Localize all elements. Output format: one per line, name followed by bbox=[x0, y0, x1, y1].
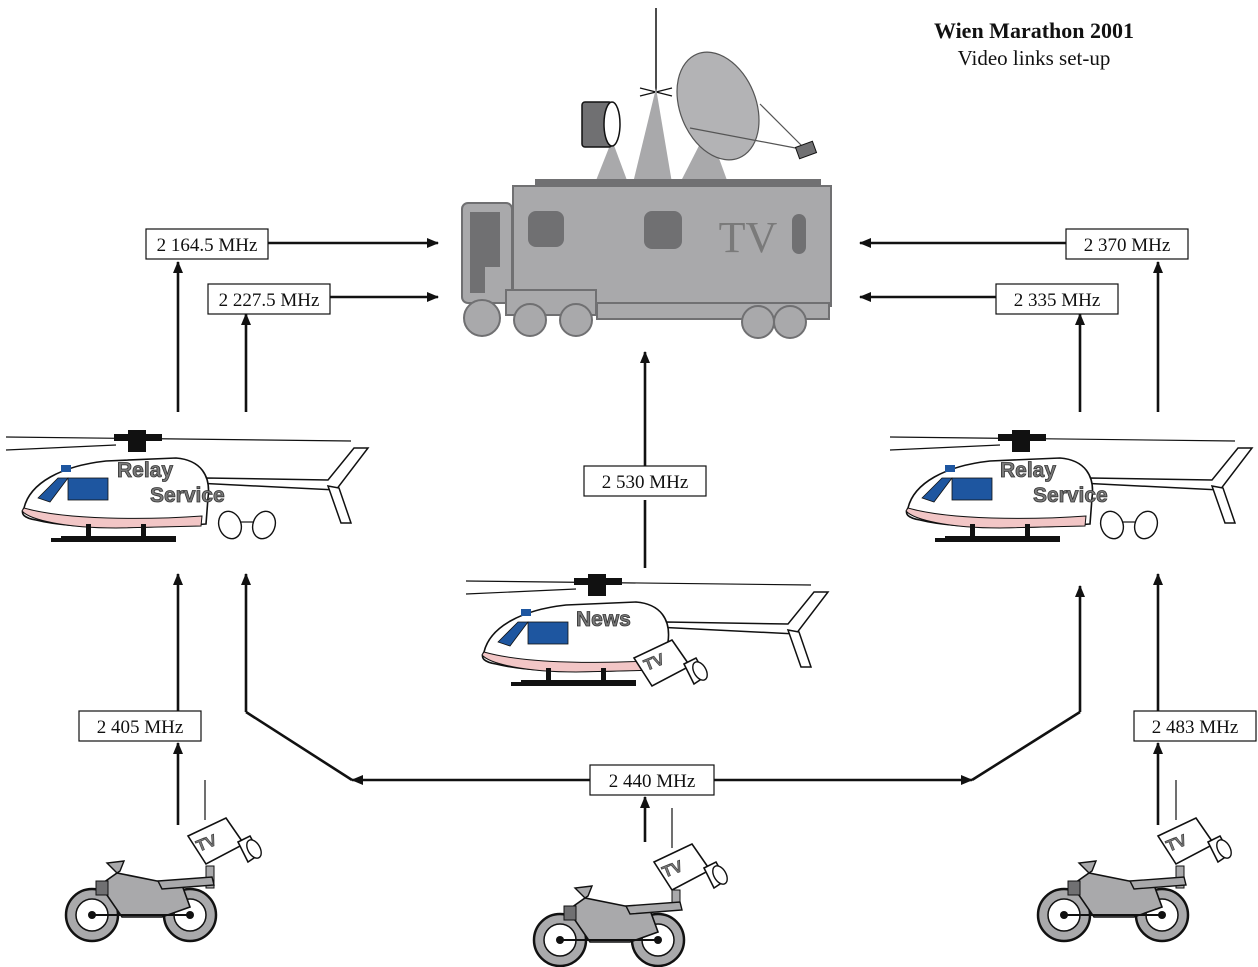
news-label: News bbox=[576, 608, 631, 631]
freq-label-2530: 2 530 MHz bbox=[583, 465, 707, 497]
relay-right-label-line2: Service bbox=[1033, 484, 1108, 507]
bike-center-camera-tv-label: TV bbox=[660, 858, 686, 882]
svg-text:2 530 MHz: 2 530 MHz bbox=[602, 472, 689, 493]
svg-text:2 227.5 MHz: 2 227.5 MHz bbox=[219, 290, 320, 311]
freq-label-2335: 2 335 MHz bbox=[995, 283, 1119, 315]
freq-label-2164-5: 2 164.5 MHz bbox=[145, 228, 269, 260]
svg-text:2 370 MHz: 2 370 MHz bbox=[1084, 235, 1171, 256]
diagram-subtitle: Video links set-up bbox=[958, 46, 1111, 70]
relay-left-label-line2: Service bbox=[150, 484, 225, 507]
freq-label-2440: 2 440 MHz bbox=[589, 764, 715, 796]
news-helicopter: News TV bbox=[465, 573, 829, 687]
relay-helicopter-left: Relay Service bbox=[5, 429, 369, 543]
truck-tv-label: TV bbox=[719, 213, 778, 262]
freq-label-2483: 2 483 MHz bbox=[1133, 710, 1257, 742]
svg-text:2 483 MHz: 2 483 MHz bbox=[1152, 717, 1239, 738]
svg-text:2 405 MHz: 2 405 MHz bbox=[97, 717, 184, 738]
relay-helicopter-right: Relay Service bbox=[889, 429, 1253, 543]
link-lines bbox=[173, 238, 1163, 842]
camera-motorbike-center: TV bbox=[532, 808, 731, 967]
relay-left-label-line1: Relay bbox=[117, 459, 173, 482]
camera-motorbike-left: TV bbox=[64, 780, 265, 943]
freq-label-2405: 2 405 MHz bbox=[78, 710, 202, 742]
freq-label-2370: 2 370 MHz bbox=[1065, 228, 1189, 260]
diagram-title: Wien Marathon 2001 bbox=[934, 18, 1134, 43]
svg-text:2 335 MHz: 2 335 MHz bbox=[1014, 290, 1101, 311]
svg-text:2 440 MHz: 2 440 MHz bbox=[609, 771, 696, 792]
camera-motorbike-right: TV bbox=[1036, 780, 1235, 943]
freq-label-2227-5: 2 227.5 MHz bbox=[207, 283, 331, 315]
tv-broadcast-truck: TV bbox=[461, 8, 832, 339]
svg-text:2 164.5 MHz: 2 164.5 MHz bbox=[157, 235, 258, 256]
relay-right-label-line1: Relay bbox=[1000, 459, 1056, 482]
